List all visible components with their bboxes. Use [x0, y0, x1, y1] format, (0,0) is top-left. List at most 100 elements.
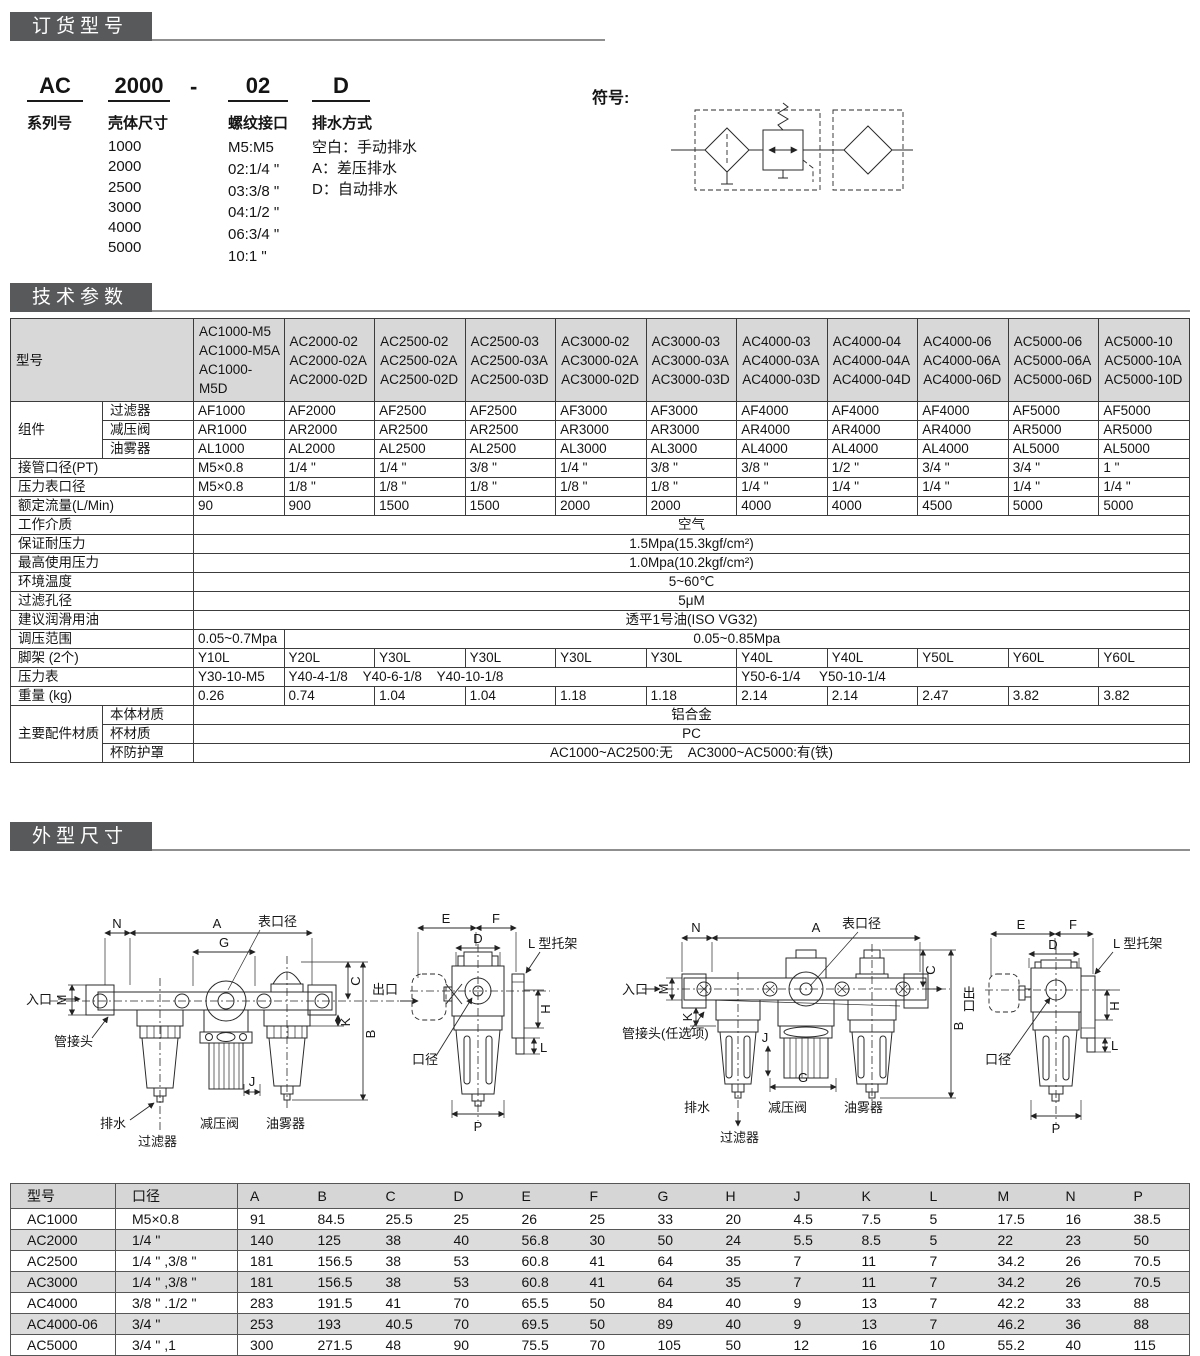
cell-bore: 1/4 " ,3/8 ": [115, 1250, 238, 1272]
dim-header-cell: J: [781, 1183, 850, 1209]
cell: AR2000: [283, 420, 376, 440]
cell: 3/4 ": [1007, 458, 1100, 478]
cell: Y40L: [736, 648, 828, 668]
cell: AL4000: [736, 439, 828, 459]
cell: 900: [283, 496, 376, 516]
model-header-cell: AC3000-02 AC3000-02A AC3000-02D: [555, 318, 647, 402]
dim-label-m: M: [54, 995, 69, 1006]
cell: AL4000: [826, 439, 919, 459]
cell: 40: [713, 1313, 782, 1335]
table-row: 保证耐压力 1.5Mpa(15.3kgf/cm²): [10, 534, 1190, 554]
option: D：自动排水: [312, 181, 398, 199]
cell: AL4000: [917, 439, 1009, 459]
cell: 55.2: [985, 1334, 1054, 1356]
dim-label-b: B: [951, 1022, 966, 1031]
cell: 4500: [917, 496, 1009, 516]
option: 2000: [108, 158, 142, 176]
model-header-cell: AC4000-03 AC4000-03A AC4000-03D: [736, 318, 828, 402]
cell: 38.5: [1121, 1208, 1190, 1230]
option: A：差压排水: [312, 160, 398, 178]
cell-bowl-material: PC: [193, 724, 1190, 744]
cell: AR2500: [374, 420, 466, 440]
cell: 1.04: [374, 686, 466, 706]
cell-model: AC3000: [10, 1271, 116, 1293]
cell: 1500: [374, 496, 466, 516]
cell: 35: [713, 1250, 782, 1272]
cell: Y60L: [1098, 648, 1190, 668]
cell: 60.8: [509, 1271, 578, 1293]
dim-header-cell: M: [985, 1183, 1054, 1209]
cell: 25: [441, 1208, 510, 1230]
row-label-filtration: 过滤孔径: [10, 591, 194, 611]
cell: 125: [305, 1229, 374, 1251]
dim-label-g: G: [798, 1070, 808, 1085]
dim-header-cell: F: [577, 1183, 646, 1209]
cell: 70.5: [1121, 1250, 1190, 1272]
row-label-ambient-temp: 环境温度: [10, 572, 194, 592]
dim-header-cell: D: [441, 1183, 510, 1209]
cell: 33: [645, 1208, 714, 1230]
cell: AR3000: [645, 420, 738, 440]
cell-model: AC1000: [10, 1208, 116, 1230]
cell: 1.04: [464, 686, 557, 706]
cell-ambient-temp: 5~60℃: [193, 572, 1190, 592]
cell: 300: [237, 1334, 306, 1356]
cell: 23: [1053, 1229, 1122, 1251]
drawing-side-view-small-series: E F D L 型托架 H L 口径 P: [410, 911, 577, 1134]
cell-filtration: 5μM: [193, 591, 1190, 611]
cell: 0.26: [193, 686, 285, 706]
table-row: 调压范围 0.05~0.7Mpa 0.05~0.85Mpa: [10, 629, 1191, 649]
cell: 84: [645, 1292, 714, 1314]
dim-label-e: E: [1017, 917, 1026, 932]
cell: 70: [441, 1292, 510, 1314]
cell: 1/4 ": [826, 477, 919, 497]
dim-label-g: G: [219, 935, 229, 950]
dim-label-d: D: [1048, 937, 1057, 952]
cell: AF3000: [645, 401, 738, 421]
cell: 38: [373, 1271, 442, 1293]
cell: 7: [781, 1250, 850, 1272]
model-header-cell: AC2000-02 AC2000-02A AC2000-02D: [283, 318, 376, 402]
cell: Y30L: [555, 648, 647, 668]
cell: 5000: [1098, 496, 1190, 516]
cell: 1/8 ": [464, 477, 557, 497]
cell-model: AC4000: [10, 1292, 116, 1314]
dim-label-f: F: [492, 911, 500, 926]
cell: 181: [237, 1271, 306, 1293]
cell: Y10L: [193, 648, 285, 668]
dim-header-cell: E: [509, 1183, 578, 1209]
cell: 88: [1121, 1292, 1190, 1314]
cell: AF5000: [1007, 401, 1100, 421]
cell: Y40L: [826, 648, 919, 668]
cell: 105: [645, 1334, 714, 1356]
cell-bowl-guard: AC1000~AC2500:无 AC3000~AC5000:有(铁): [193, 743, 1190, 763]
cell: 22: [985, 1229, 1054, 1251]
model-header-cell: AC5000-10 AC5000-10A AC5000-10D: [1098, 318, 1190, 402]
dim-header-cell: N: [1053, 1183, 1122, 1209]
model-code-thread: 02: [228, 74, 288, 102]
row-label-proof-pressure: 保证耐压力: [10, 534, 194, 554]
cell: 46.2: [985, 1313, 1054, 1335]
dim-header-cell: L: [917, 1183, 986, 1209]
cell: 53: [441, 1250, 510, 1272]
cell-proof-pressure: 1.5Mpa(15.3kgf/cm²): [193, 534, 1190, 554]
cell: 2.47: [917, 686, 1009, 706]
drain-label: 排水: [100, 1116, 126, 1131]
cell: 12: [781, 1334, 850, 1356]
cell-bore: 3/4 ": [115, 1313, 238, 1335]
dim-label-h: H: [1107, 1001, 1122, 1010]
cell: AL3000: [645, 439, 738, 459]
dim-label-j: J: [762, 1030, 769, 1045]
l-bracket-label: L 型托架: [1113, 936, 1162, 951]
cell: 1/4 ": [1007, 477, 1100, 497]
table-row: 主要配件材质 本体材质 铝合金: [10, 705, 1190, 763]
row-label-components: 组件: [10, 401, 103, 459]
table-row: 工作介质 空气: [10, 515, 1190, 535]
cell: 50: [577, 1292, 646, 1314]
cell: 7: [917, 1250, 986, 1272]
cell: AR4000: [917, 420, 1009, 440]
